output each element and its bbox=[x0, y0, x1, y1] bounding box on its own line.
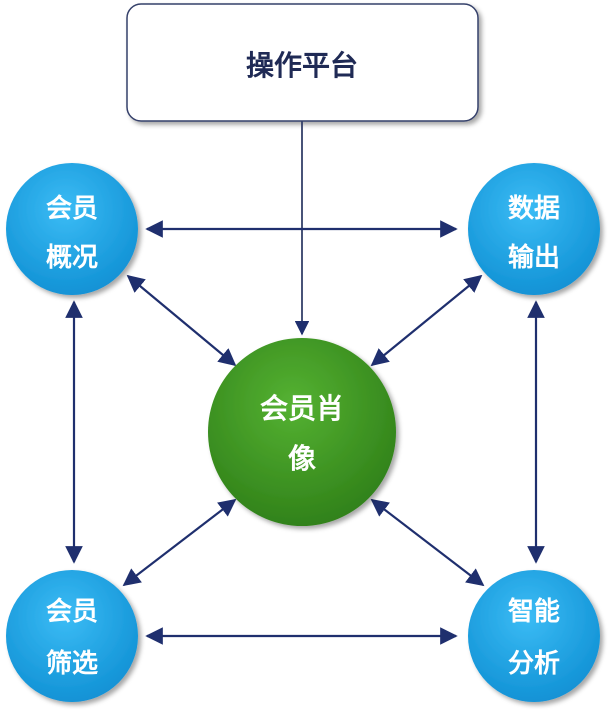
member-filter-node: 会员 筛选 bbox=[6, 570, 138, 702]
member-portrait-node: 会员肖 像 bbox=[208, 338, 396, 526]
smart-analysis-label-line2: 分析 bbox=[508, 649, 560, 679]
data-export-label-line1: 数据 bbox=[508, 194, 560, 224]
smart-analysis-node: 智能 分析 bbox=[468, 570, 600, 702]
arrow-analysis-center bbox=[370, 498, 485, 587]
member-portrait-label-line2: 像 bbox=[288, 442, 317, 475]
member-portrait-label-line1: 会员肖 bbox=[260, 392, 344, 425]
member-overview-node: 会员 概况 bbox=[6, 163, 138, 295]
smart-analysis-label-line1: 智能 bbox=[508, 596, 560, 627]
member-filter-label-line2: 筛选 bbox=[46, 648, 98, 679]
data-export-label-line2: 输出 bbox=[508, 242, 560, 273]
member-overview-label-line2: 概况 bbox=[46, 243, 98, 273]
operation-platform-label: 操作平台 bbox=[246, 49, 358, 82]
member-overview-label-line1: 会员 bbox=[46, 194, 98, 224]
arrow-export-center bbox=[370, 274, 483, 367]
arrow-overview-center bbox=[126, 274, 237, 367]
operation-platform-box: 操作平台 bbox=[126, 3, 479, 122]
data-export-node: 数据 输出 bbox=[468, 163, 600, 295]
member-filter-label-line1: 会员 bbox=[46, 597, 98, 627]
arrow-filter-center bbox=[122, 498, 237, 587]
